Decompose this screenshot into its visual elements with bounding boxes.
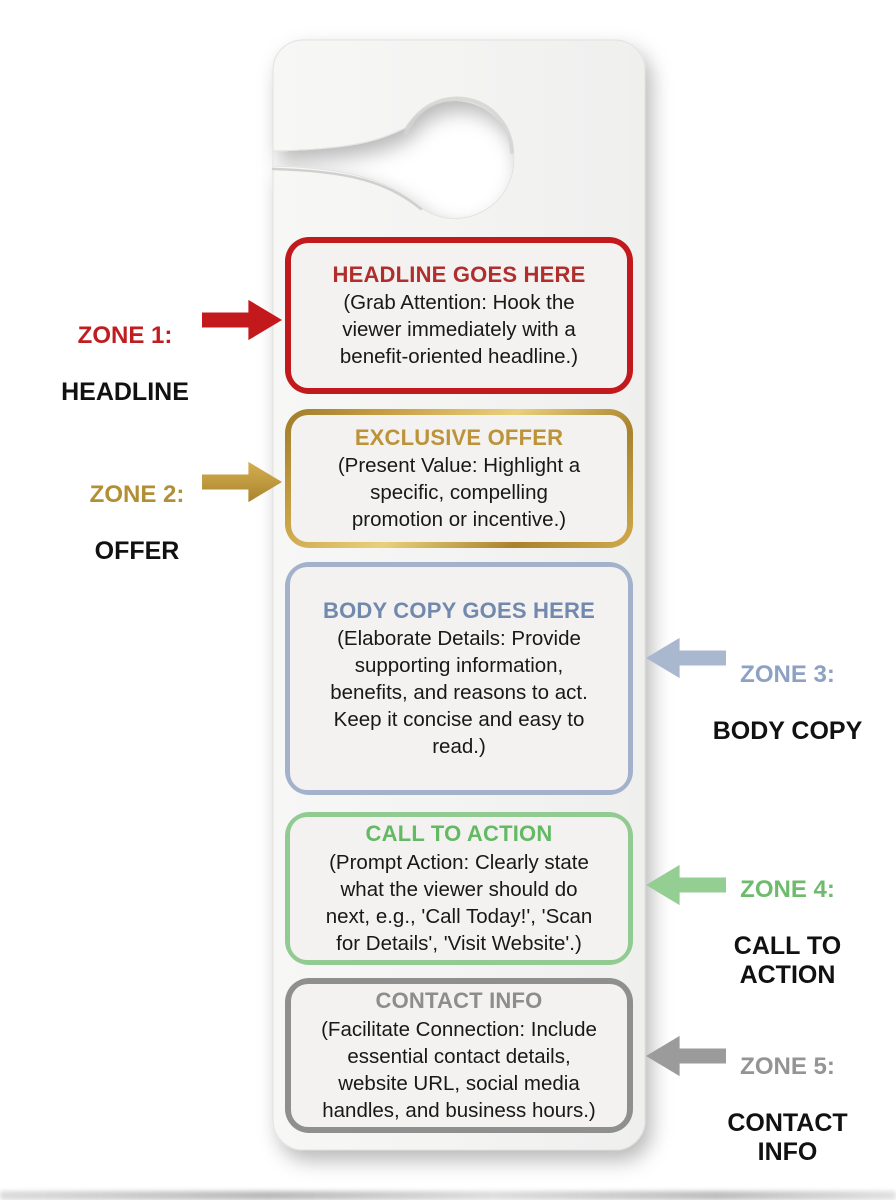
zone-3-label-name: BODY COPY — [712, 717, 863, 746]
slit-shadow — [271, 167, 423, 211]
zone-5-body-text: (Facilitate Connection: Include essentia… — [321, 1017, 597, 1122]
zone-4-call-to-action-box: CALL TO ACTION (Prompt Action: Clearly s… — [285, 812, 633, 965]
zone-5-label-name: CONTACT INFO — [727, 1109, 848, 1166]
zone-3-label-prefix: ZONE 3: — [740, 660, 835, 688]
knob-hole-shadow — [404, 96, 514, 154]
zone-3-heading: BODY COPY GOES HERE — [323, 597, 595, 623]
zone-3-label: ZONE 3: BODY COPY — [700, 632, 875, 746]
zone-5-label: ZONE 5: CONTACT INFO — [700, 1024, 875, 1167]
zone-1-label-prefix: ZONE 1: — [77, 321, 173, 349]
zone-2-body-text: (Present Value: Highlight a specific, co… — [337, 454, 581, 532]
zone-4-label-prefix: ZONE 4: — [740, 875, 835, 903]
zone-2-offer-box: EXCLUSIVE OFFER (Present Value: Highligh… — [285, 409, 633, 548]
zone-5-contact-info-box: CONTACT INFO (Facilitate Connection: Inc… — [285, 978, 633, 1133]
zone-2-heading: EXCLUSIVE OFFER — [354, 424, 564, 450]
zone-1-label: ZONE 1: HEADLINE — [35, 293, 215, 407]
zone-3-body-copy-box: BODY COPY GOES HERE (Elaborate Details: … — [285, 562, 633, 795]
zone-1-heading: HEADLINE GOES HERE — [332, 261, 586, 287]
zone-2-label-prefix: ZONE 2: — [89, 480, 185, 508]
zone-2-label: ZONE 2: OFFER — [47, 452, 227, 566]
zone-1-body-text: (Grab Attention: Hook the viewer immedia… — [339, 291, 579, 369]
zone-5-label-prefix: ZONE 5: — [740, 1052, 835, 1080]
zone-4-body-text: (Prompt Action: Clearly state what the v… — [325, 850, 593, 955]
zone-4-label: ZONE 4: CALL TO ACTION — [700, 847, 875, 990]
zone-1-label-name: HEADLINE — [61, 378, 189, 407]
zone-4-label-name: CALL TO ACTION — [733, 932, 842, 989]
zone-4-heading: CALL TO ACTION — [365, 821, 553, 847]
zone-3-body-text: (Elaborate Details: Provide supporting i… — [330, 627, 588, 759]
zone-2-label-name: OFFER — [94, 537, 180, 566]
zone-1-headline-box: HEADLINE GOES HERE (Grab Attention: Hook… — [285, 237, 633, 394]
photo-edge-band — [0, 1191, 896, 1200]
zone-5-heading: CONTACT INFO — [375, 988, 543, 1014]
